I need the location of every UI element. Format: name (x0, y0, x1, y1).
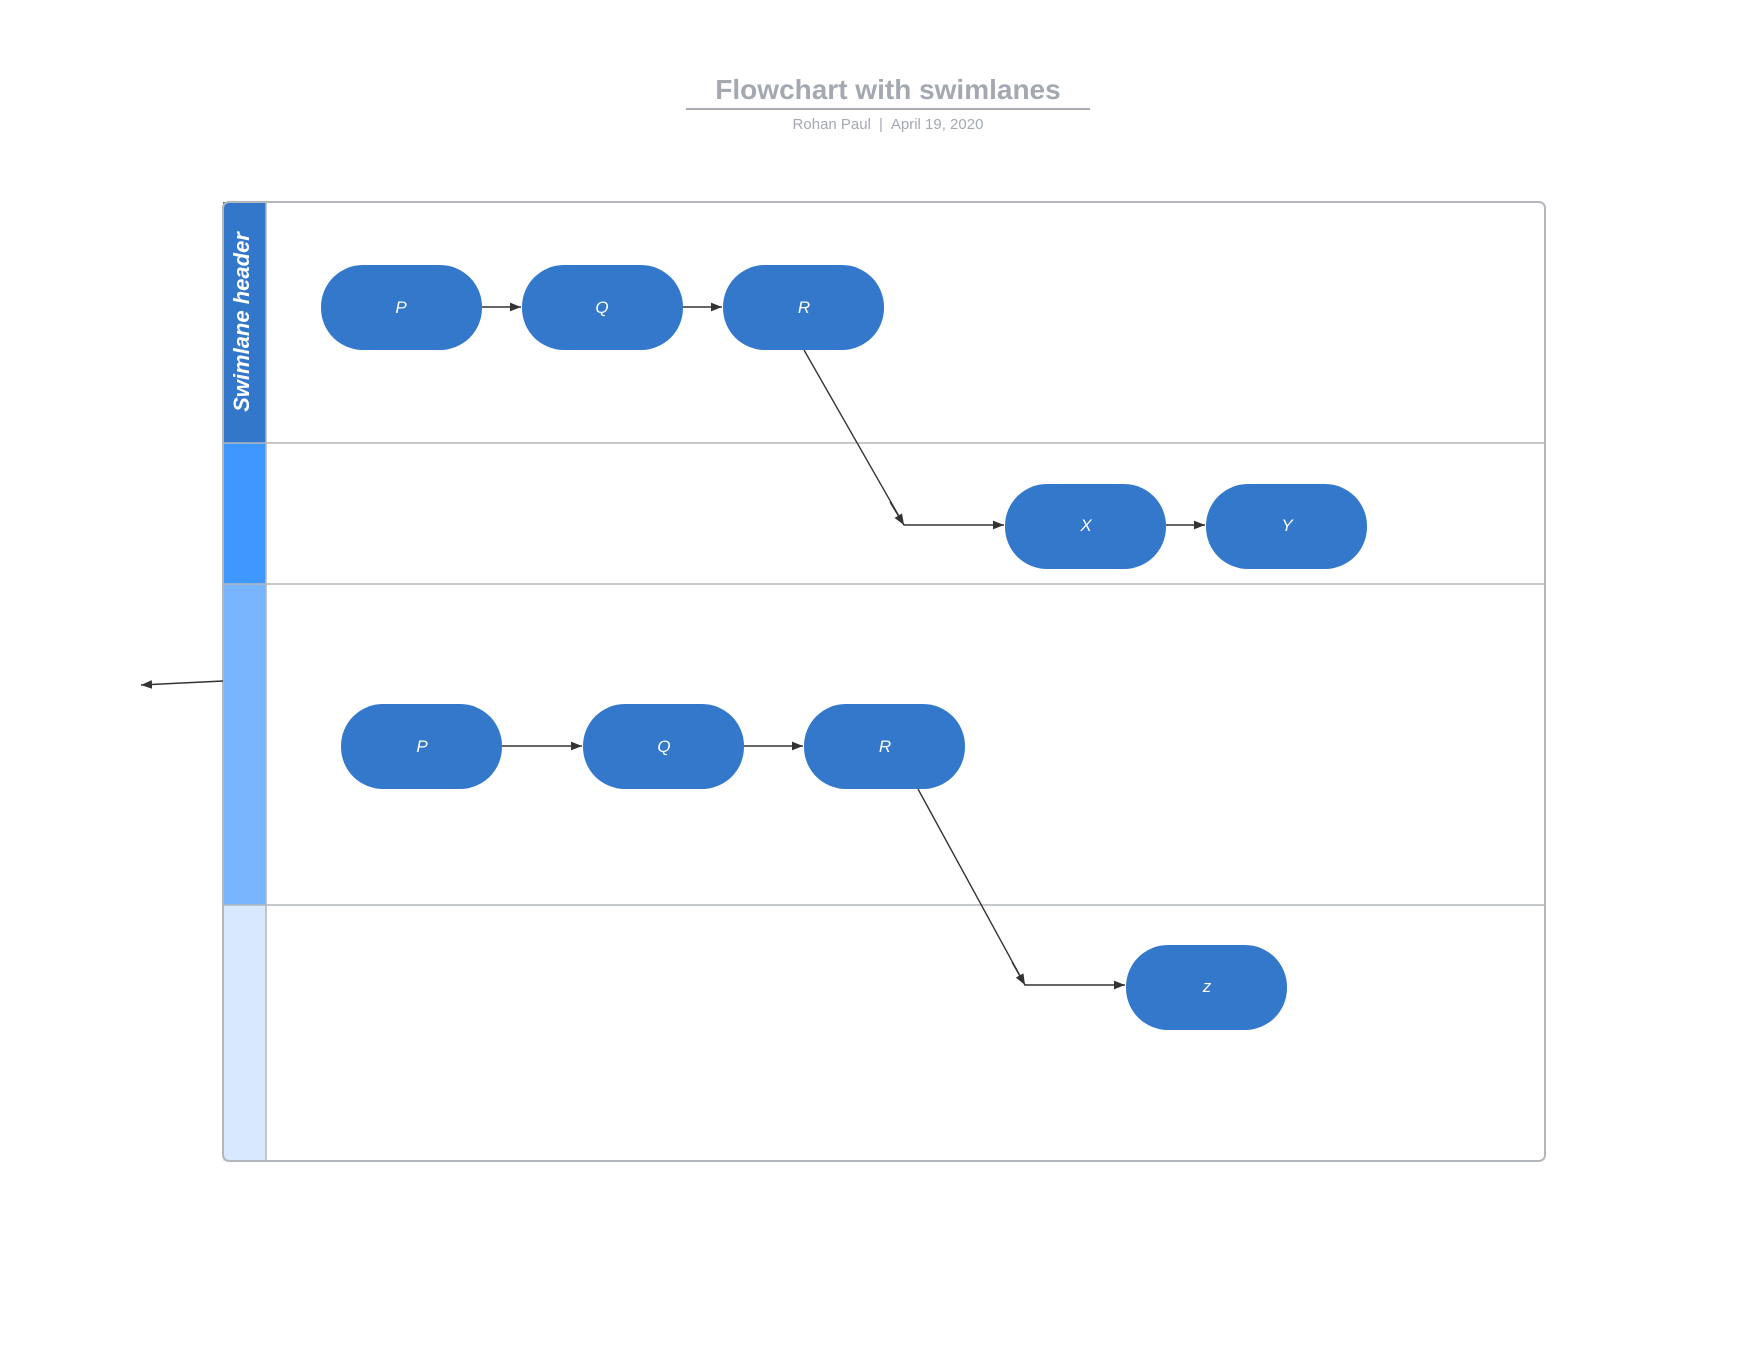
page-title: Flowchart with swimlanes (715, 74, 1061, 105)
edge-r2-z-bend-arrow (1011, 961, 1026, 986)
node-label: X (1079, 516, 1092, 535)
edges (140, 302, 1205, 990)
node-label: Q (595, 298, 608, 317)
process-node-q[interactable]: Q (583, 704, 744, 789)
process-node-q[interactable]: Q (522, 265, 683, 350)
nodes: P Q R X Y P Q R (321, 265, 1367, 1030)
edge-r2-z (917, 788, 1125, 990)
page-subtitle: Rohan Paul | April 19, 2020 (0, 116, 1760, 133)
lane-2-header-band (223, 443, 266, 584)
process-node-p[interactable]: P (321, 265, 482, 350)
author-name: Rohan Paul (792, 116, 871, 133)
edge-lane3-outgoing (140, 680, 224, 689)
process-node-x[interactable]: X (1005, 484, 1166, 569)
node-label: R (798, 298, 810, 317)
lane-1-header-label: Swimlane header (229, 231, 254, 412)
process-node-y[interactable]: Y (1206, 484, 1367, 569)
node-label: P (416, 737, 428, 756)
process-node-r[interactable]: R (723, 265, 884, 350)
subtitle-separator: | (878, 116, 883, 133)
node-label: Q (657, 737, 670, 756)
node-label: z (1202, 977, 1212, 996)
swimlane-pool: Swimlane header (222, 201, 1546, 1162)
edge-r1-x-bend-arrow (889, 501, 905, 526)
document-date: April 19, 2020 (890, 116, 984, 133)
process-node-r[interactable]: R (804, 704, 965, 789)
process-node-p[interactable]: P (341, 704, 502, 789)
edge-r1-x (803, 349, 1004, 530)
node-label: R (879, 737, 891, 756)
lane-1-header-band (223, 202, 266, 443)
lane-4-header-band (223, 905, 266, 1161)
node-label: Y (1281, 516, 1294, 535)
lane-3-header-band (223, 584, 266, 905)
process-node-z[interactable]: z (1126, 945, 1287, 1030)
title-underline (686, 108, 1090, 110)
node-label: P (395, 298, 407, 317)
